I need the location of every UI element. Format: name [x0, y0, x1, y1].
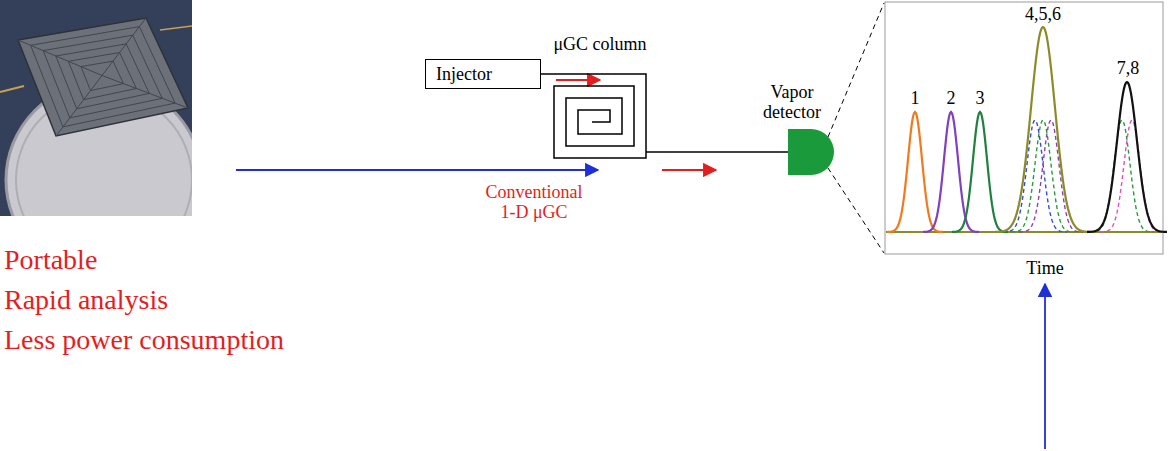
flow-arrow — [662, 169, 716, 171]
chromatogram-peak — [1087, 82, 1167, 232]
chromatogram-peak — [952, 112, 1008, 232]
column-spiral: μGC column — [548, 34, 652, 164]
chromatogram — [885, 2, 1167, 254]
feature-text: Rapid analysis — [4, 284, 334, 316]
pointer-arrow — [1044, 284, 1046, 449]
chip-photo — [0, 0, 192, 216]
peak-number: 3 — [965, 88, 995, 108]
chromatogram-peak — [887, 112, 943, 232]
part-heading: μGC column — [548, 34, 652, 54]
chromatogram-peak — [995, 27, 1091, 232]
column-channel — [548, 60, 652, 164]
box-label: Injector — [436, 64, 530, 84]
detector-symbol — [788, 129, 834, 175]
axis-label: Time — [1015, 258, 1075, 278]
feature-text: Less power consumption — [4, 324, 334, 356]
pointer-arrow — [236, 169, 598, 171]
zoom-lines — [828, 3, 884, 253]
vapor-detector: Vapor detector — [748, 82, 836, 175]
chromatogram-peak — [1100, 120, 1164, 232]
flow-arrow — [556, 79, 600, 81]
chromatogram-peak — [923, 112, 979, 232]
part-heading: Vapor detector — [748, 82, 836, 122]
peak-number: 2 — [936, 88, 966, 108]
peak-number: 4,5,6 — [1013, 4, 1073, 24]
peak-number: 7,8 — [1103, 58, 1153, 78]
column-outlet — [646, 151, 652, 153]
injector-box: Injector — [425, 59, 541, 89]
feature-text: Portable — [4, 244, 334, 276]
chromatogram-peak — [1011, 120, 1075, 232]
flow-line — [652, 151, 788, 153]
spiral-channel — [548, 74, 646, 158]
flow-line — [541, 73, 548, 75]
system-caption: Conventional 1-D μGC — [478, 182, 590, 222]
detector-body — [788, 129, 834, 175]
peak-number: 1 — [900, 88, 930, 108]
